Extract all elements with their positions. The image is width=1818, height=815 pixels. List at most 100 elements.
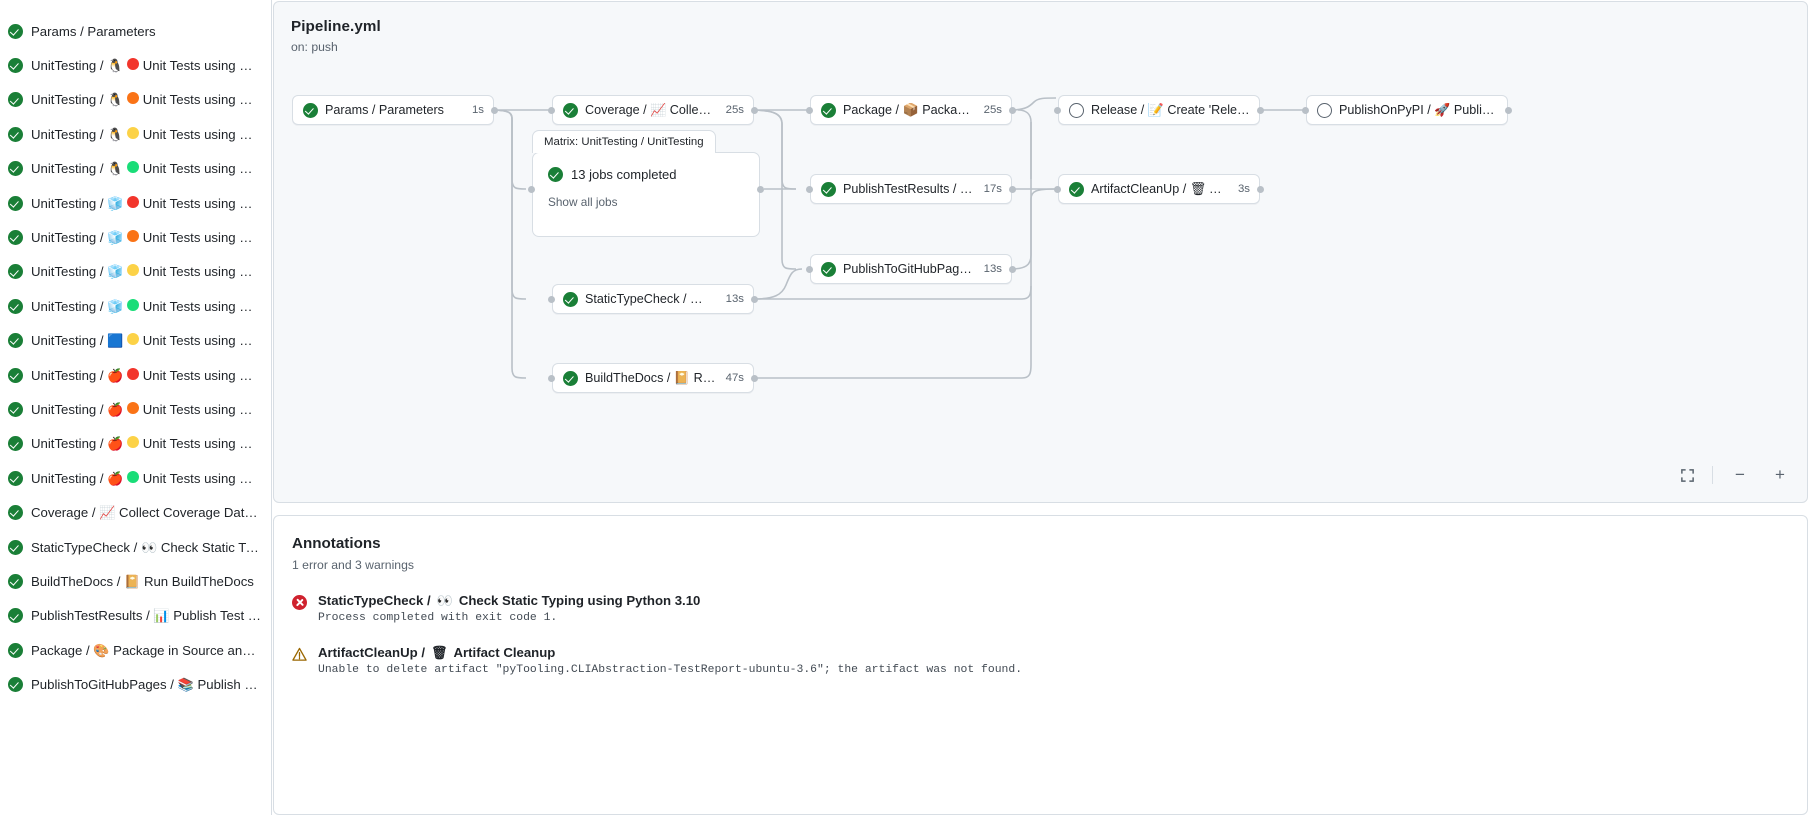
status-success-icon <box>8 436 23 452</box>
sidebar-job-label: UnitTesting / 🟦 Unit Tests using Pyth… <box>31 333 261 349</box>
graph-node-ghpages[interactable]: PublishToGitHubPages / 📚 …13s <box>810 254 1012 284</box>
control-divider <box>1712 466 1713 484</box>
sidebar-job-item[interactable]: Coverage / 📈 Collect Coverage Data usi… <box>0 495 271 529</box>
eyes-icon: 👀 <box>690 292 707 306</box>
graph-node-label: StaticTypeCheck / 👀 Chec… <box>585 292 717 306</box>
cube-icon: 🧊 <box>107 230 124 246</box>
eyes-icon: 👀 <box>140 539 158 555</box>
status-success-icon <box>8 367 23 383</box>
annotations-list: StaticTypeCheck / 👀Check Static Typing u… <box>292 593 1789 676</box>
bar-chart-icon: 📊 <box>153 608 170 624</box>
sidebar-job-label: PublishToGitHubPages / 📚 Publish to G… <box>31 677 261 693</box>
graph-node-input-port <box>806 106 813 114</box>
status-success-icon <box>8 642 23 658</box>
graph-node-coverage[interactable]: Coverage / 📈 Collect Cove…25s <box>552 95 754 125</box>
sidebar-job-item[interactable]: UnitTesting / 🧊 Unit Tests using Pyth… <box>0 186 271 220</box>
graph-node-input-port <box>806 185 813 193</box>
workflow-file-title: Pipeline.yml <box>291 18 381 35</box>
annotation-item: StaticTypeCheck / 👀Check Static Typing u… <box>292 593 1789 624</box>
graph-node-output-port <box>1505 106 1512 114</box>
zoom-in-button[interactable]: + <box>1769 464 1791 486</box>
graph-node-input-port <box>806 265 813 273</box>
graph-node-label: ArtifactCleanUp / 🗑 Artifac… <box>1091 182 1229 196</box>
graph-zoom-controls[interactable]: − + <box>1676 464 1791 486</box>
sidebar-job-item[interactable]: UnitTesting / 🐧 Unit Tests using Pyth… <box>0 48 271 82</box>
graph-node-output-port <box>1009 265 1016 273</box>
status-success-icon <box>8 298 23 314</box>
sidebar-job-item[interactable]: UnitTesting / 🍎 Unit Tests using Pyth… <box>0 392 271 426</box>
sidebar-job-item[interactable]: UnitTesting / 🟦 Unit Tests using Pyth… <box>0 324 271 358</box>
graph-node-input-port <box>548 106 555 114</box>
penguin-icon: 🐧 <box>107 58 124 74</box>
graph-node-input-port <box>548 374 555 382</box>
dot-green-icon <box>127 161 140 174</box>
annotations-title: Annotations <box>292 535 381 552</box>
sidebar-job-item[interactable]: UnitTesting / 🍎 Unit Tests using Pyth… <box>0 358 271 392</box>
sidebar-job-item[interactable]: Package / 🎨 Package in Source and Wh… <box>0 633 271 667</box>
graph-node-output-port <box>1009 106 1016 114</box>
zoom-out-button[interactable]: − <box>1729 464 1751 486</box>
status-success-icon <box>548 167 563 182</box>
annotation-job-title[interactable]: StaticTypeCheck / 👀Check Static Typing u… <box>318 593 701 608</box>
sidebar-job-item[interactable]: UnitTesting / 🧊 Unit Tests using Pyth… <box>0 289 271 323</box>
sidebar-job-item[interactable]: PublishToGitHubPages / 📚 Publish to G… <box>0 667 271 701</box>
artist-palette-icon: 🎨 <box>93 642 110 658</box>
sidebar-job-item[interactable]: BuildTheDocs / 📔 Run BuildTheDocs <box>0 564 271 598</box>
sidebar-job-item[interactable]: UnitTesting / 🐧 Unit Tests using Pyth… <box>0 117 271 151</box>
dot-yellow-icon <box>127 333 140 346</box>
matrix-output-port <box>757 185 764 193</box>
show-all-jobs-link[interactable]: Show all jobs <box>548 195 618 209</box>
annotation-text-block: StaticTypeCheck / 👀Check Static Typing u… <box>318 593 700 624</box>
graph-node-builddocs[interactable]: BuildTheDocs / 📔 Run Buil…47s <box>552 363 754 393</box>
graph-node-output-port <box>751 374 758 382</box>
sidebar-job-item[interactable]: UnitTesting / 🍎 Unit Tests using Pyth… <box>0 427 271 461</box>
sidebar-job-item[interactable]: Params / Parameters <box>0 14 271 48</box>
workflow-trigger: on: push <box>291 40 338 54</box>
notebook-icon: 📔 <box>124 573 141 589</box>
graph-node-output-port <box>1257 106 1264 114</box>
sidebar-job-item[interactable]: UnitTesting / 🧊 Unit Tests using Pyth… <box>0 255 271 289</box>
graph-node-duration: 3s <box>1237 183 1250 195</box>
status-success-icon <box>8 264 23 280</box>
workflow-graph-card[interactable]: Pipeline.yml on: push <box>273 1 1808 503</box>
sidebar-job-item[interactable]: StaticTypeCheck / 👀 Check Static Typing… <box>0 530 271 564</box>
graph-node-cleanup[interactable]: ArtifactCleanUp / 🗑 Artifac… 3s <box>1058 174 1260 204</box>
status-success-icon <box>8 677 23 693</box>
graph-node-package[interactable]: Package / 📦 Package in So…25s <box>810 95 1012 125</box>
graph-node-label: BuildTheDocs / 📔 Run Buil… <box>585 371 717 385</box>
graph-node-output-port <box>491 106 498 114</box>
eyes-icon: 👀 <box>436 593 453 608</box>
sidebar-job-item[interactable]: UnitTesting / 🐧 Unit Tests using Pyth… <box>0 152 271 186</box>
package-icon: 📦 <box>902 103 919 117</box>
apple-icon: 🍎 <box>107 470 124 486</box>
graph-node-input-port <box>548 295 555 303</box>
sidebar-job-item[interactable]: PublishTestResults / 📊 Publish Test Resu… <box>0 599 271 633</box>
graph-node-testresults[interactable]: PublishTestResults / 📊 Pu…17s <box>810 174 1012 204</box>
graph-node-label: Params / Parameters <box>325 103 444 117</box>
fit-screen-icon[interactable] <box>1676 464 1698 486</box>
graph-node-duration: 13s <box>725 293 744 305</box>
sidebar-job-label: UnitTesting / 🐧 Unit Tests using Pyth… <box>31 58 261 74</box>
sidebar-job-label: UnitTesting / 🧊 Unit Tests using Pyth… <box>31 298 261 314</box>
graph-node-release[interactable]: Release / 📝 Create 'Release P… <box>1058 95 1260 125</box>
graph-node-output-port <box>1257 185 1264 193</box>
memo-icon: 📝 <box>1147 103 1164 117</box>
sidebar-job-item[interactable]: UnitTesting / 🍎 Unit Tests using Pyth… <box>0 461 271 495</box>
sidebar-job-item[interactable]: UnitTesting / 🧊 Unit Tests using Pyth… <box>0 220 271 254</box>
sidebar-job-label: UnitTesting / 🐧 Unit Tests using Pyth… <box>31 126 261 142</box>
graph-node-statictype[interactable]: StaticTypeCheck / 👀 Chec… 13s <box>552 284 754 314</box>
annotation-job-title[interactable]: ArtifactCleanUp / 🗑Artifact Cleanup <box>318 645 556 660</box>
sidebar-job-label: UnitTesting / 🍎 Unit Tests using Pyth… <box>31 436 261 452</box>
annotation-message: Unable to delete artifact "pyTooling.CLI… <box>318 664 1023 676</box>
graph-node-pypi[interactable]: PublishOnPyPI / 🚀 Publish to … <box>1306 95 1508 125</box>
sidebar-job-label: StaticTypeCheck / 👀 Check Static Typing… <box>31 539 261 555</box>
sidebar-job-item[interactable]: UnitTesting / 🐧 Unit Tests using Pyth… <box>0 83 271 117</box>
